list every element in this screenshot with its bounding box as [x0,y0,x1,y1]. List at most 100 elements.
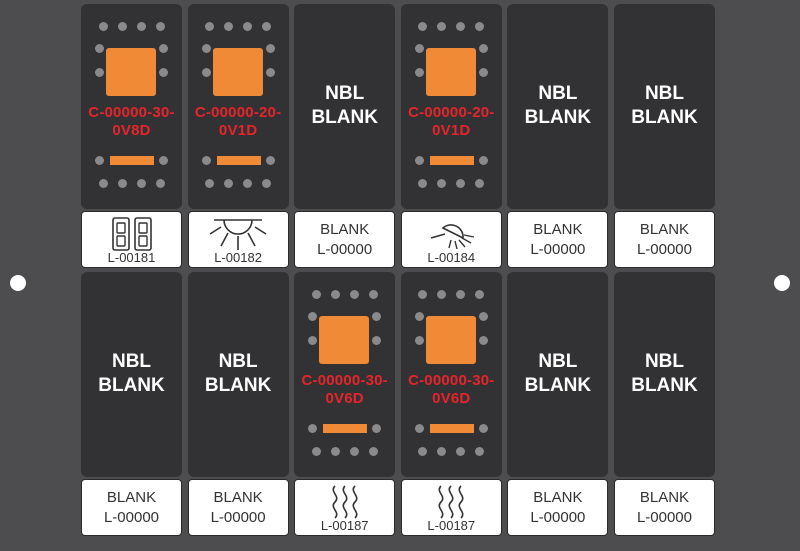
rocker-switch-cell: C-00000-30-0V8D L-00181 [81,4,182,272]
indicator-lens [212,48,263,96]
label-blank-text: BLANK [213,489,263,506]
label-part-number: L-00182 [214,250,262,265]
label-part-number: L-00000 [210,509,266,526]
seat-pair-icon [110,216,154,257]
heat-waves-icon [325,484,365,525]
indicator-dot [414,312,424,321]
dot-row-bottom [294,447,395,456]
dot-row-top [401,290,502,299]
rocker-switch[interactable]: C-00000-20-0V1D [400,4,502,209]
label-part-number: L-00000 [636,509,692,526]
legend-label: L-00181 [81,211,182,268]
label-blank-text: BLANK [639,221,690,238]
label-blank-text: BLANK [639,489,690,506]
indicator-bar [429,156,474,165]
indicator-dot [95,156,104,165]
indicator-dot [478,424,488,433]
dot-row-top [188,22,289,31]
part-code: C-00000-30-0V6D [301,372,388,407]
part-code: C-00000-20-0V1D [408,104,495,139]
indicator-dot [372,424,382,433]
indicator-dot [308,424,318,433]
rocker-switch[interactable]: C-00000-30-0V8D [81,4,182,209]
dot-row-bottom [401,179,502,188]
indicator-dot [478,44,488,53]
dot-row-top [81,22,182,31]
part-code: C-00000-30-0V6D [408,372,495,407]
indicator-dot [95,44,104,53]
dot-row-bottom [188,179,289,188]
label-blank-text: BLANK [320,221,370,238]
rocker-switch-cell: C-00000-30-0V6D L-00187 [294,272,396,540]
indicator-bar [429,424,474,433]
indicator-dot [308,336,318,345]
rocker-switch[interactable]: C-00000-30-0V6D [294,272,396,477]
rocker-switch[interactable]: C-00000-20-0V1D [187,4,289,209]
indicator-dot [265,44,275,53]
dot-row-bottom [401,447,502,456]
label-blank-text: BLANK [533,489,583,506]
indicator-dot [414,44,424,53]
rocker-switch-cell: C-00000-30-0V6D L-00187 [400,272,502,540]
label-part-number: L-00187 [320,518,369,533]
legend-label: L-00184 [400,211,502,268]
indicator-dot [265,68,275,77]
indicator-dot [201,68,211,77]
indicator-dot [478,68,488,77]
legend-label: L-00187 [400,479,502,536]
label-part-number: L-00000 [530,509,586,526]
indicator-lens [106,48,156,96]
label-part-number: L-00184 [427,250,476,265]
label-part-number: L-00000 [103,509,160,526]
legend-label: BLANK L-00000 [613,479,715,536]
indicator-dot [414,156,424,165]
indicator-dot [201,44,211,53]
indicator-dot [414,424,424,433]
indicator-dot [372,312,382,321]
label-blank-text: BLANK [533,221,583,238]
indicator-bar [323,424,368,433]
mounting-hole-left [10,275,26,291]
indicator-dot [159,68,168,77]
part-code: C-00000-30-0V8D [88,104,175,139]
indicator-dot [159,156,168,165]
switch-panel: C-00000-30-0V8D L-00181 C-00000-20-0V1D L-0… [81,4,715,540]
label-part-number: L-00000 [636,241,692,258]
heat-waves-icon [431,484,471,525]
indicator-bar [110,156,154,165]
label-blank-text: BLANK [106,489,157,506]
label-part-number: L-00181 [107,250,156,265]
indicator-lens [319,316,370,364]
legend-label: BLANK L-00000 [507,479,609,536]
spotlight-icon [423,216,479,257]
indicator-dot [308,312,318,321]
indicator-dot [95,68,104,77]
rocker-switch-cell: C-00000-20-0V1D L-00184 [400,4,502,272]
legend-label: L-00182 [187,211,289,268]
indicator-dot [478,156,488,165]
indicator-dot [265,156,275,165]
rocker-switch[interactable]: C-00000-30-0V6D [400,272,502,477]
indicator-dot [159,44,168,53]
